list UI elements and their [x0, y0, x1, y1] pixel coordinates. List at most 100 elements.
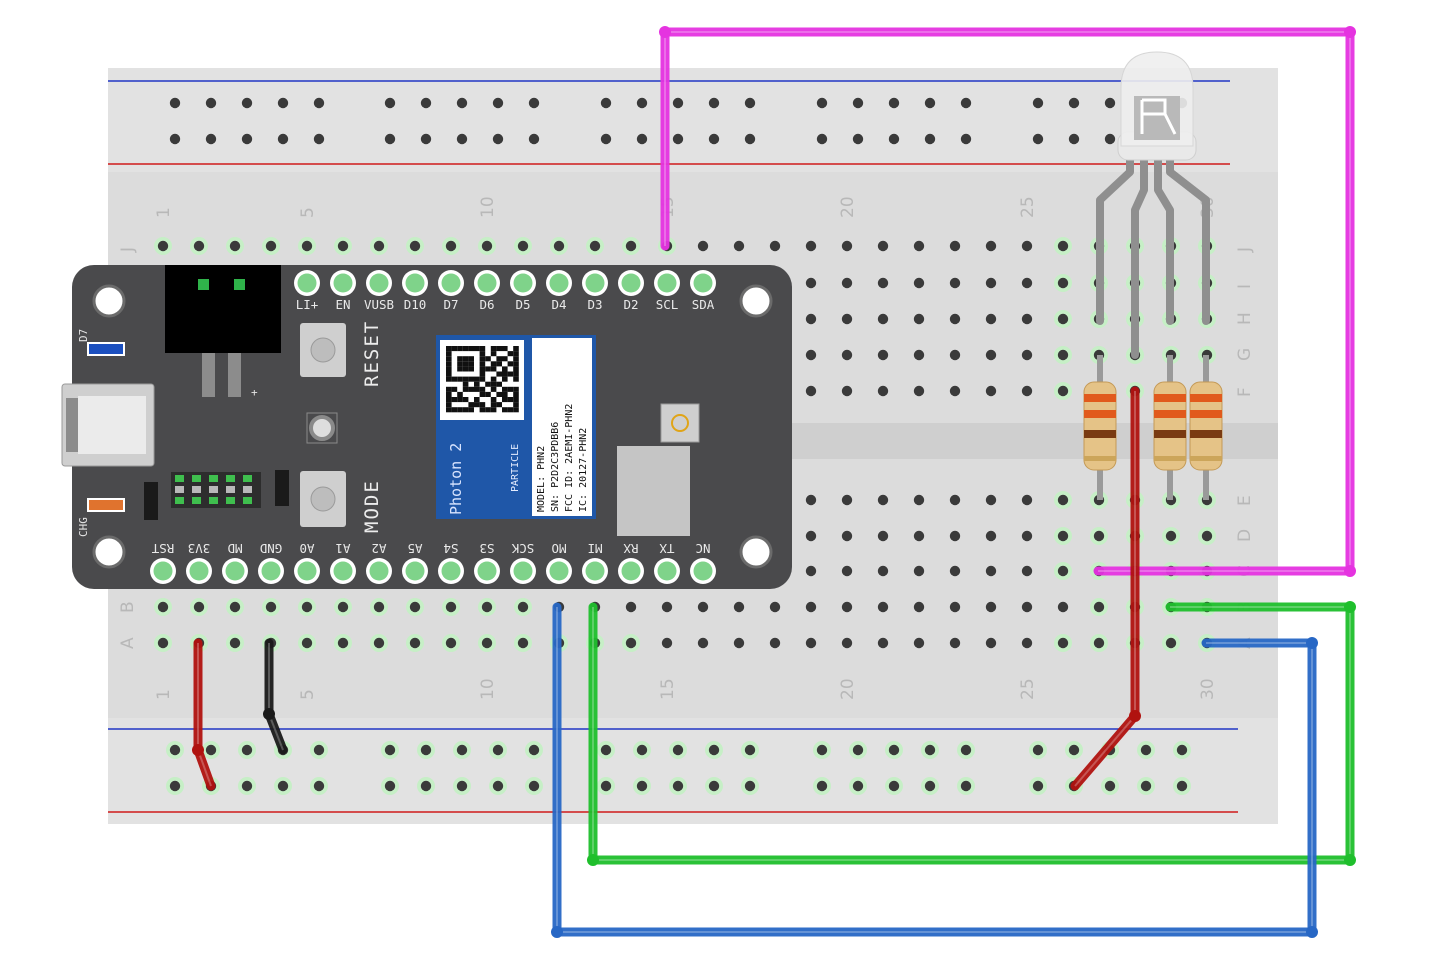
- pin-sda[interactable]: [693, 273, 713, 293]
- hole-F22[interactable]: [913, 385, 925, 397]
- top-rail-hole[interactable]: [960, 97, 972, 109]
- top-rail-hole[interactable]: [528, 97, 540, 109]
- bottom-rail-hole[interactable]: [924, 780, 936, 792]
- hole-E25[interactable]: [1021, 494, 1033, 506]
- hole-A18[interactable]: [769, 637, 781, 649]
- hole-B23[interactable]: [949, 601, 961, 613]
- hole-G19[interactable]: [805, 349, 817, 361]
- top-rail-hole[interactable]: [277, 97, 289, 109]
- hole-D23[interactable]: [949, 530, 961, 542]
- hole-A10[interactable]: [481, 637, 493, 649]
- hole-F19[interactable]: [805, 385, 817, 397]
- pin-rx[interactable]: [621, 561, 641, 581]
- hole-B9[interactable]: [445, 601, 457, 613]
- pin-mo[interactable]: [549, 561, 569, 581]
- pin-rst[interactable]: [153, 561, 173, 581]
- hole-B10[interactable]: [481, 601, 493, 613]
- bottom-rail-hole[interactable]: [528, 744, 540, 756]
- hole-D22[interactable]: [913, 530, 925, 542]
- bottom-rail-hole[interactable]: [420, 744, 432, 756]
- bottom-rail-hole[interactable]: [816, 780, 828, 792]
- top-rail-hole[interactable]: [744, 133, 756, 145]
- top-rail-hole[interactable]: [1068, 97, 1080, 109]
- bottom-rail-hole[interactable]: [888, 744, 900, 756]
- hole-A8[interactable]: [409, 637, 421, 649]
- hole-A20[interactable]: [841, 637, 853, 649]
- pin-d4[interactable]: [549, 273, 569, 293]
- top-rail-hole[interactable]: [169, 97, 181, 109]
- top-rail-hole[interactable]: [708, 97, 720, 109]
- hole-H23[interactable]: [949, 313, 961, 325]
- hole-H24[interactable]: [985, 313, 997, 325]
- hole-A25[interactable]: [1021, 637, 1033, 649]
- photon2-board[interactable]: + D7 CHG RESET MODE Photon 2 PARTICLE MO…: [61, 265, 792, 589]
- pin-d5[interactable]: [513, 273, 533, 293]
- hole-B27[interactable]: [1093, 601, 1105, 613]
- hole-G23[interactable]: [949, 349, 961, 361]
- hole-A19[interactable]: [805, 637, 817, 649]
- bottom-rail-hole[interactable]: [1068, 744, 1080, 756]
- pin-d7[interactable]: [441, 273, 461, 293]
- hole-A15[interactable]: [661, 637, 673, 649]
- hole-B14[interactable]: [625, 601, 637, 613]
- hole-J11[interactable]: [517, 240, 529, 252]
- pin-3v3[interactable]: [189, 561, 209, 581]
- bottom-rail-hole[interactable]: [852, 780, 864, 792]
- hole-A9[interactable]: [445, 637, 457, 649]
- hole-H26[interactable]: [1057, 313, 1069, 325]
- hole-A17[interactable]: [733, 637, 745, 649]
- hole-I22[interactable]: [913, 277, 925, 289]
- hole-B6[interactable]: [337, 601, 349, 613]
- bottom-rail-hole[interactable]: [492, 780, 504, 792]
- hole-C19[interactable]: [805, 565, 817, 577]
- bottom-rail-hole[interactable]: [708, 744, 720, 756]
- top-rail-hole[interactable]: [888, 133, 900, 145]
- pin-md[interactable]: [225, 561, 245, 581]
- top-rail-hole[interactable]: [492, 97, 504, 109]
- hole-B26[interactable]: [1057, 601, 1069, 613]
- top-rail-hole[interactable]: [313, 97, 325, 109]
- hole-B11[interactable]: [517, 601, 529, 613]
- hole-B22[interactable]: [913, 601, 925, 613]
- hole-H22[interactable]: [913, 313, 925, 325]
- bottom-rail-hole[interactable]: [636, 744, 648, 756]
- hole-B21[interactable]: [877, 601, 889, 613]
- hole-A6[interactable]: [337, 637, 349, 649]
- hole-F25[interactable]: [1021, 385, 1033, 397]
- bottom-rail-hole[interactable]: [672, 744, 684, 756]
- hole-B4[interactable]: [265, 601, 277, 613]
- hole-G20[interactable]: [841, 349, 853, 361]
- hole-J13[interactable]: [589, 240, 601, 252]
- bottom-rail-hole[interactable]: [636, 780, 648, 792]
- bottom-rail-hole[interactable]: [492, 744, 504, 756]
- bottom-rail-hole[interactable]: [600, 780, 612, 792]
- bottom-rail-hole[interactable]: [960, 780, 972, 792]
- hole-J9[interactable]: [445, 240, 457, 252]
- hole-J4[interactable]: [265, 240, 277, 252]
- hole-C23[interactable]: [949, 565, 961, 577]
- top-rail-hole[interactable]: [1104, 97, 1116, 109]
- hole-A22[interactable]: [913, 637, 925, 649]
- bottom-rail-hole[interactable]: [708, 780, 720, 792]
- pin-d6[interactable]: [477, 273, 497, 293]
- pin-gnd[interactable]: [261, 561, 281, 581]
- top-rail-hole[interactable]: [528, 133, 540, 145]
- hole-I23[interactable]: [949, 277, 961, 289]
- hole-A16[interactable]: [697, 637, 709, 649]
- bottom-rail-hole[interactable]: [384, 780, 396, 792]
- top-rail-hole[interactable]: [1068, 133, 1080, 145]
- hole-J8[interactable]: [409, 240, 421, 252]
- top-rail-hole[interactable]: [456, 133, 468, 145]
- hole-B18[interactable]: [769, 601, 781, 613]
- hole-D21[interactable]: [877, 530, 889, 542]
- top-rail-hole[interactable]: [241, 97, 253, 109]
- bottom-rail-hole[interactable]: [1176, 744, 1188, 756]
- hole-B8[interactable]: [409, 601, 421, 613]
- top-rail-hole[interactable]: [1032, 133, 1044, 145]
- bottom-rail-hole[interactable]: [456, 744, 468, 756]
- bottom-rail-hole[interactable]: [924, 744, 936, 756]
- bottom-rail-hole[interactable]: [456, 780, 468, 792]
- top-rail-hole[interactable]: [852, 133, 864, 145]
- hole-E19[interactable]: [805, 494, 817, 506]
- top-rail-hole[interactable]: [384, 133, 396, 145]
